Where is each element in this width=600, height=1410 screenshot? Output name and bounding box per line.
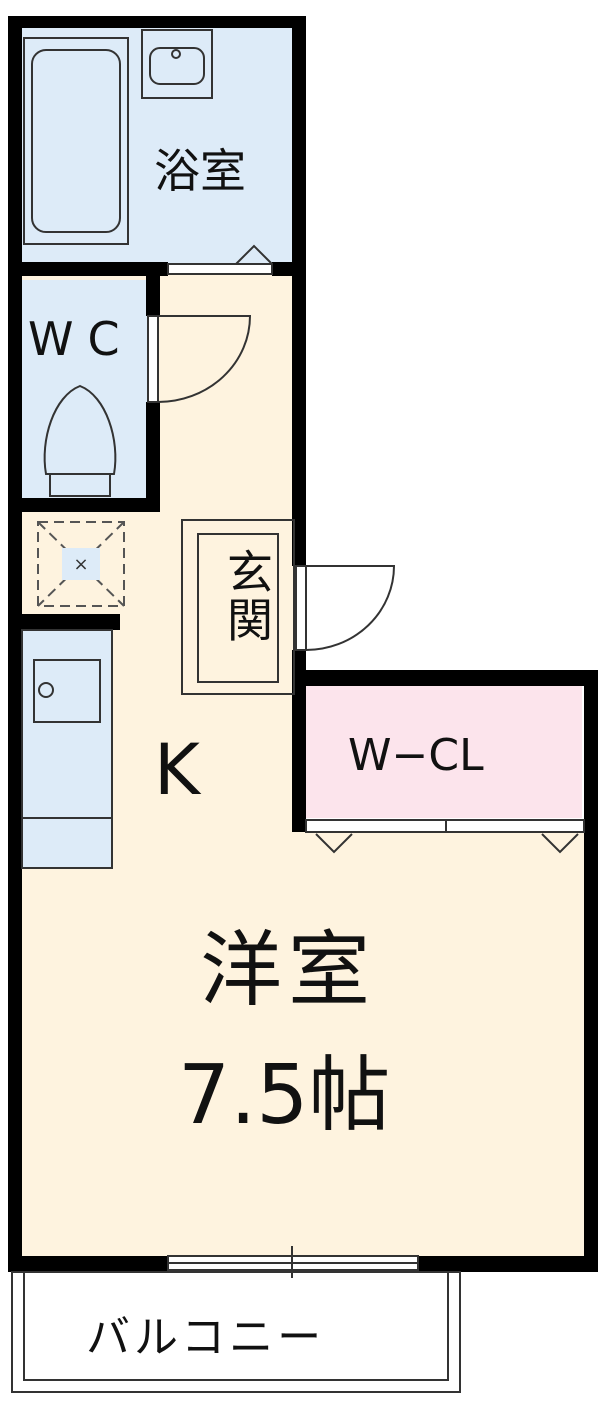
wash-basin-fixture <box>141 29 213 99</box>
kitchen-sink-fixture <box>21 629 113 869</box>
entrance-label: 玄関 <box>220 548 274 644</box>
entrance-door <box>295 565 396 651</box>
floor-western-room <box>16 820 586 1258</box>
balcony-label: バルコニー <box>86 1312 326 1363</box>
washer-pan-center <box>62 548 100 580</box>
washer-pan-fixture <box>37 521 125 607</box>
balcony-window <box>167 1246 419 1278</box>
floor-kitchen-counter <box>22 630 112 868</box>
wc-label: WC <box>28 312 134 366</box>
walls <box>8 16 598 1272</box>
floor-bath <box>16 26 298 270</box>
walk-in-closet-label: W−CL <box>348 730 484 781</box>
entrance-frame <box>181 519 295 695</box>
western-room-size-label: 7.5帖 <box>178 1048 391 1143</box>
toilet-fixture <box>43 384 117 497</box>
kitchen-label: K <box>154 729 200 811</box>
wc-door <box>147 315 252 403</box>
western-room-label: 洋室 <box>200 923 377 1018</box>
bath-door <box>167 244 273 275</box>
floor-balcony <box>16 1270 460 1392</box>
closet-doors <box>305 819 585 854</box>
floor-wc <box>16 280 158 502</box>
balcony-railing <box>11 1271 461 1393</box>
bath-label: 浴室 <box>154 144 246 198</box>
washer-pan-mark: × <box>73 554 88 575</box>
floor-walk-in-closet <box>306 682 582 818</box>
bathtub-fixture <box>23 37 129 245</box>
